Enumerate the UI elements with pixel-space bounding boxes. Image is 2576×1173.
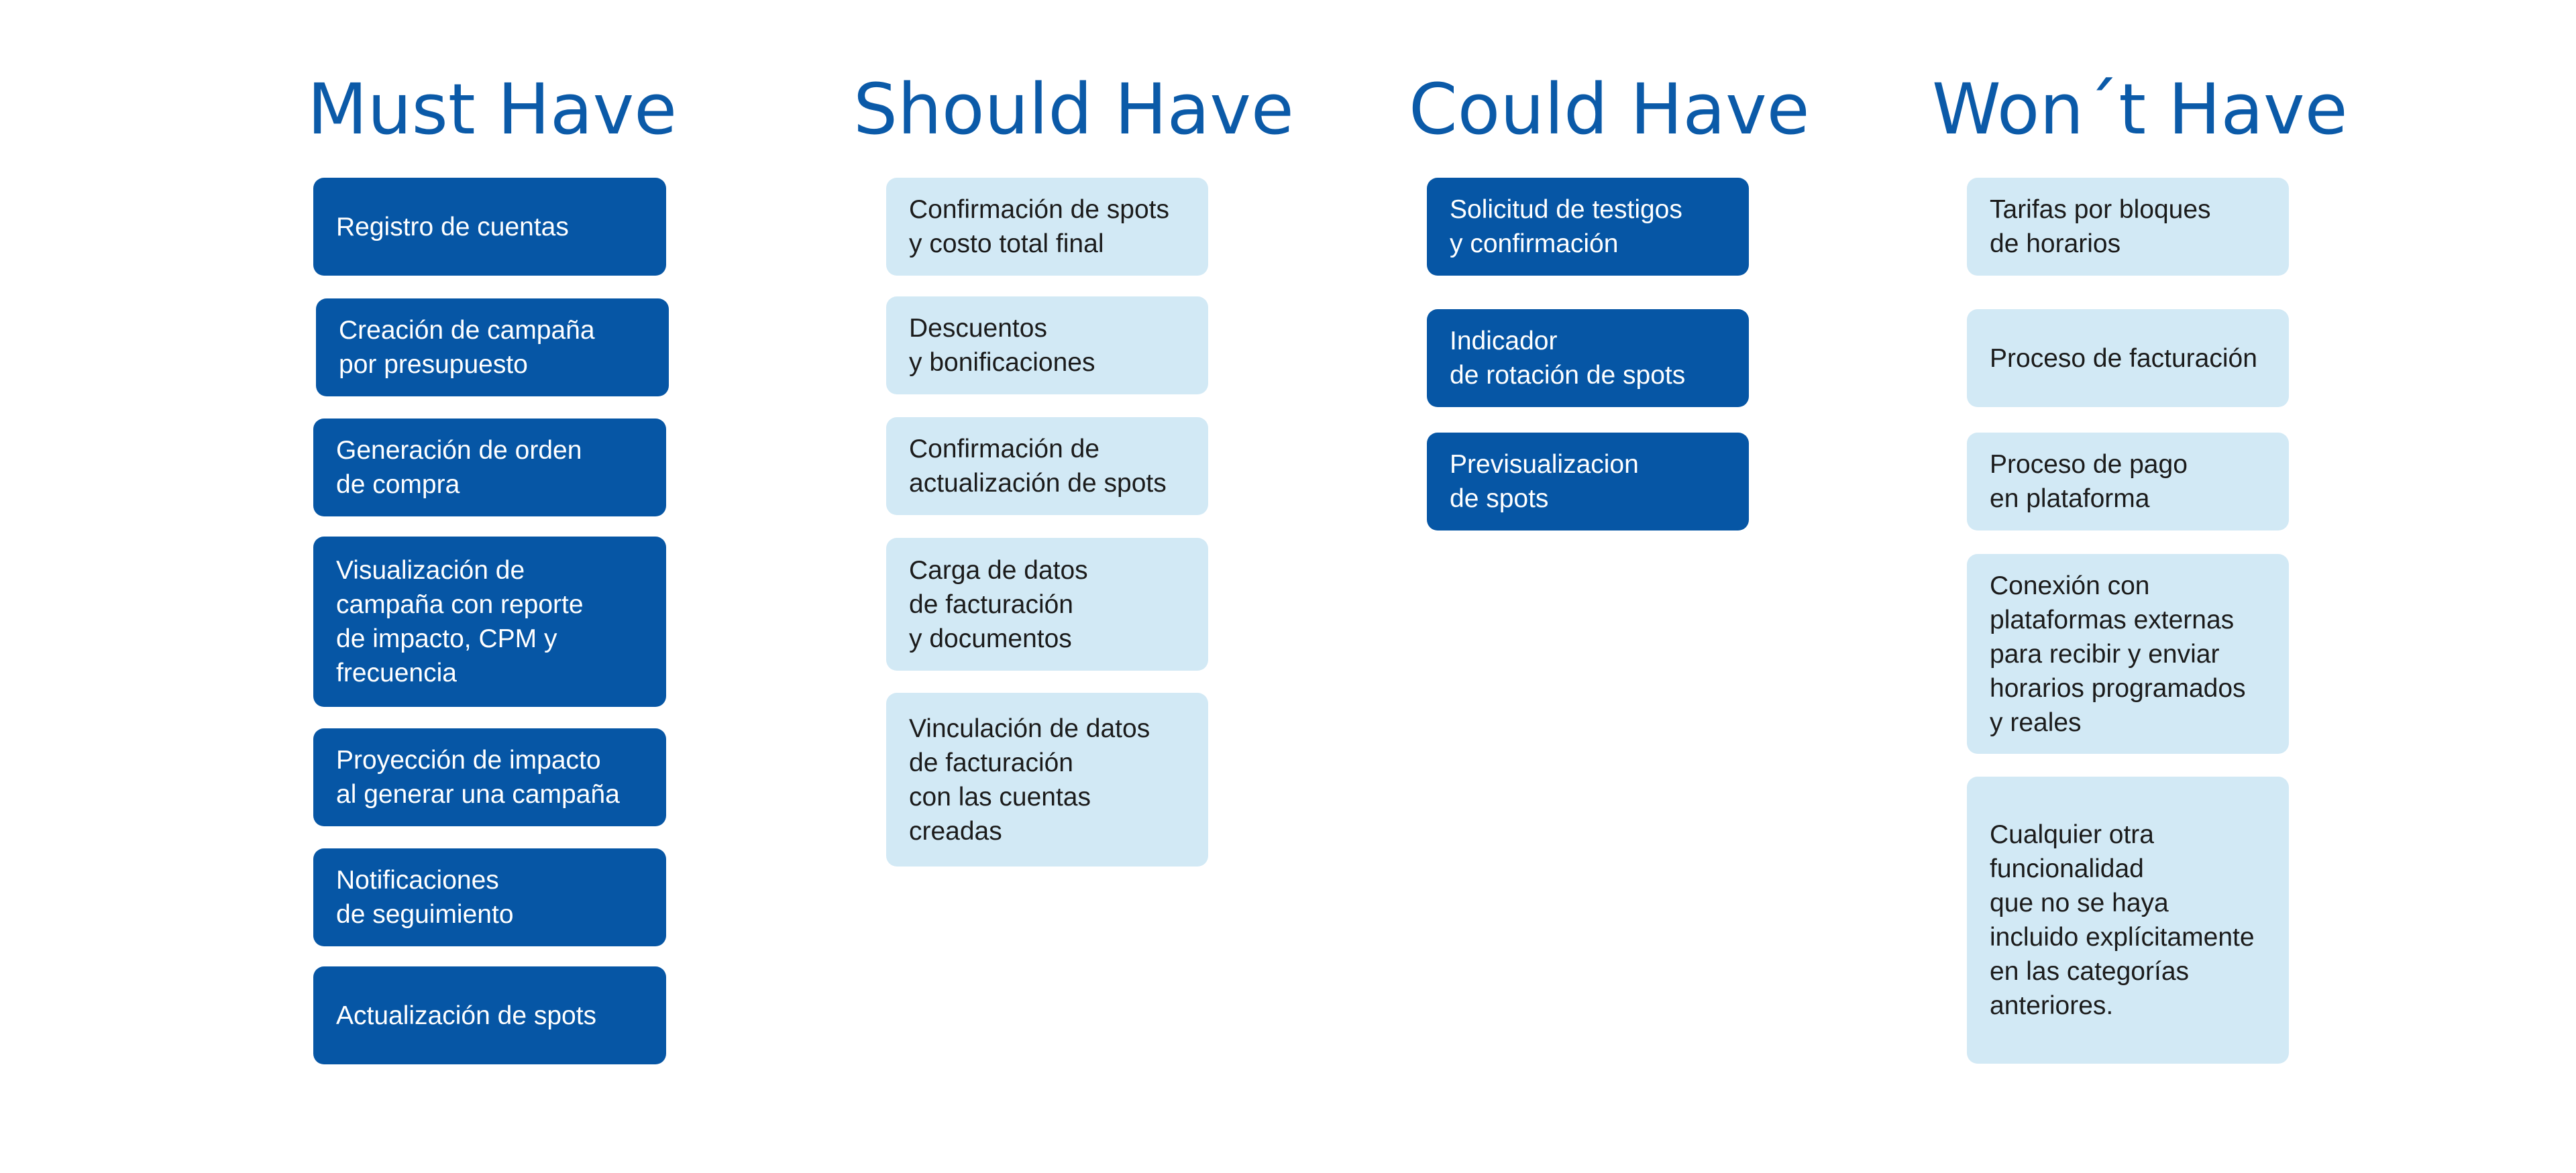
should-have-item: Confirmación de actualización de spots [886, 417, 1208, 515]
must-have-item-text: Visualización de campaña con reporte de … [336, 556, 584, 687]
wont-have-item: Tarifas por bloques de horarios [1967, 178, 2289, 276]
wont-have-item: Conexión con plataformas externas para r… [1967, 554, 2289, 754]
should-have-item: Carga de datos de facturación y document… [886, 538, 1208, 671]
could-have-item: Previsualizacion de spots [1427, 433, 1749, 530]
wont-have-item: Cualquier otra funcionalidad que no se h… [1967, 777, 2289, 1064]
wont-have-item-text: Cualquier otra funcionalidad que no se h… [1990, 820, 2255, 1020]
could-have-item: Solicitud de testigos y confirmación [1427, 178, 1749, 276]
must-have-item: Notificaciones de seguimiento [313, 848, 666, 946]
must-have-item-text: Actualización de spots [336, 1001, 597, 1030]
should-have-item: Descuentos y bonificaciones [886, 296, 1208, 394]
should-have-item-text: Carga de datos de facturación y document… [909, 555, 1088, 653]
wont-have-title: Won´t Have [1932, 68, 2348, 150]
could-have-item-text: Solicitud de testigos y confirmación [1450, 195, 1682, 258]
must-have-item: Visualización de campaña con reporte de … [313, 537, 666, 707]
could-have-item-text: Previsualizacion de spots [1450, 450, 1639, 513]
must-have-item-text: Generación de orden de compra [336, 436, 582, 499]
should-have-item: Confirmación de spots y costo total fina… [886, 178, 1208, 276]
wont-have-item-text: Tarifas por bloques de horarios [1990, 195, 2211, 258]
wont-have-item-text: Proceso de pago en plataforma [1990, 450, 2188, 513]
must-have-item-text: Registro de cuentas [336, 212, 569, 241]
must-have-item: Proyección de impacto al generar una cam… [313, 728, 666, 826]
must-have-item: Generación de orden de compra [313, 418, 666, 516]
must-have-item-text: Proyección de impacto al generar una cam… [336, 746, 620, 809]
should-have-title: Should Have [853, 68, 1294, 150]
should-have-item: Vinculación de datos de facturación con … [886, 693, 1208, 867]
wont-have-item: Proceso de pago en plataforma [1967, 433, 2289, 530]
must-have-item-text: Creación de campaña por presupuesto [339, 316, 595, 379]
must-have-item: Actualización de spots [313, 966, 666, 1064]
wont-have-item-text: Conexión con plataformas externas para r… [1990, 571, 2246, 737]
must-have-item: Creación de campaña por presupuesto [316, 298, 669, 396]
should-have-item-text: Confirmación de actualización de spots [909, 435, 1167, 498]
wont-have-item: Proceso de facturación [1967, 309, 2289, 407]
must-have-item-text: Notificaciones de seguimiento [336, 866, 514, 929]
should-have-item-text: Descuentos y bonificaciones [909, 314, 1095, 377]
should-have-item-text: Vinculación de datos de facturación con … [909, 714, 1150, 846]
could-have-title: Could Have [1409, 68, 1810, 150]
must-have-item: Registro de cuentas [313, 178, 666, 276]
could-have-item: Indicador de rotación de spots [1427, 309, 1749, 407]
must-have-title: Must Have [307, 68, 678, 150]
wont-have-item-text: Proceso de facturación [1990, 343, 2257, 373]
could-have-item-text: Indicador de rotación de spots [1450, 327, 1686, 390]
should-have-item-text: Confirmación de spots y costo total fina… [909, 195, 1170, 258]
